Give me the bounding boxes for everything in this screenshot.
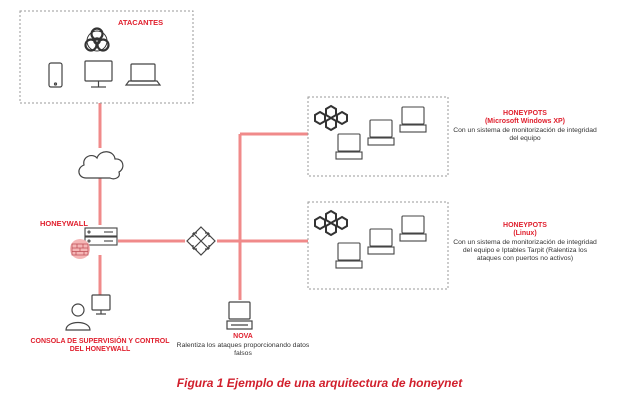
internet-cloud-icon [78, 151, 124, 180]
attackers-box [19, 10, 194, 104]
phone-icon [48, 62, 63, 88]
honeypots-linux-box [307, 201, 449, 290]
honeypots-linux-description: Con un sistema de monitorización de inte… [453, 239, 597, 262]
figure-caption: Figura 1 Ejemplo de una arquitectura de … [176, 376, 463, 390]
honeypot-computer-icon [335, 106, 427, 160]
honeypots-xp-description: Con un sistema de monitorización de inte… [453, 127, 597, 142]
honeypots-linux-label: HONEYPOTS (Linux) Con un sistema de moni… [450, 222, 600, 263]
network-links [98, 103, 308, 300]
honeypots-xp-subtitle: (Microsoft Windows XP) [484, 118, 566, 126]
nova-computer-icon [226, 301, 253, 330]
honeywall-server-icon [84, 227, 118, 246]
attackers-label: ATACANTES [118, 18, 164, 27]
nova-title: NOVA [233, 333, 253, 340]
honeywall-label: HONEYWALL [40, 219, 88, 228]
operator-person-icon [65, 303, 91, 331]
firewall-icon [70, 239, 90, 259]
honeypots-linux-subtitle: (Linux) [513, 230, 537, 238]
nova-label: NOVA Ralentiza los ataques proporcionand… [168, 333, 318, 358]
honeypots-xp-label: HONEYPOTS (Microsoft Windows XP) Con un … [450, 110, 600, 143]
honeycomb-icon [314, 104, 348, 132]
honeypots-linux-title: HONEYPOTS [503, 222, 547, 229]
desktop-monitor-icon [84, 60, 113, 88]
honeypot-computer-icon [335, 215, 427, 269]
honeypots-xp-title: HONEYPOTS [503, 110, 547, 117]
honeycomb-icon [314, 209, 348, 237]
honeypots-xp-box [307, 96, 449, 177]
console-monitor-icon [91, 294, 111, 315]
nova-description: Ralentiza los ataques proporcionando dat… [176, 342, 310, 357]
console-label: CONSOLA DE SUPERVISIÓN Y CONTROL DEL HON… [30, 338, 170, 354]
biohazard-icon [84, 27, 110, 52]
switch-icon [186, 226, 216, 256]
laptop-icon [124, 63, 162, 86]
